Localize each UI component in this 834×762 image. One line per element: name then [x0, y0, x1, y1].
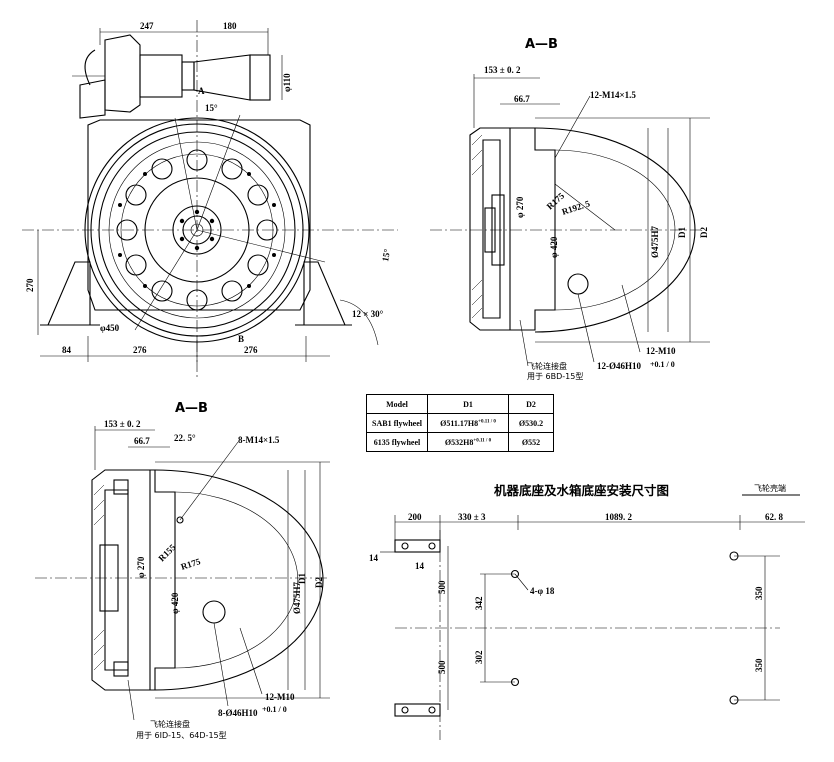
dim-276-left: 276 [133, 345, 147, 355]
flywheel-dimension-table: Model D1 D2 SAB1 flywheel Ø511.17H8+0.11… [366, 394, 554, 452]
dim-12x30deg: 12 × 30° [352, 309, 384, 319]
base-dim-1089: 1089. 2 [605, 512, 633, 522]
table-cell-model: SAB1 flywheel [366, 413, 428, 433]
dim-180: 180 [223, 21, 237, 31]
bottom-note-2: 用于 6ID-15、64D-15型 [136, 731, 227, 740]
dim-84: 84 [62, 345, 72, 355]
base-holes-label: 4-φ 18 [530, 586, 555, 596]
table-cell-d2: Ø552 [508, 432, 554, 452]
base-dim-342: 342 [474, 596, 484, 610]
base-dim-14a: 14 [369, 553, 379, 563]
dim-270: 270 [25, 278, 35, 292]
table-header-row: Model D1 D2 [366, 394, 554, 414]
flywheel-large-holes [116, 149, 278, 311]
top-12-m10: 12-M10 [646, 346, 676, 356]
top-phi420: φ 420 [549, 236, 559, 258]
front-view: 247 180 φ110 15° 15° 270 φ450 84 276 276… [22, 20, 398, 380]
dim-phi110: φ110 [282, 73, 292, 92]
bottom-dim-153: 153 ± 0. 2 [104, 419, 141, 429]
bottom-phi270: φ 270 [136, 556, 146, 578]
base-dim-500b: 500 [437, 660, 447, 674]
bottom-12-m10: 12-M10 [265, 692, 295, 702]
section-mark-b: B [238, 334, 244, 344]
dim-276-right: 276 [244, 345, 258, 355]
top-thread-label: 12-M14×1.5 [590, 90, 636, 100]
section-bottom-title: A—B [175, 401, 208, 416]
top-D2: D2 [699, 227, 709, 238]
bottom-D1: D1 [297, 573, 307, 584]
turbocharger-outline [72, 34, 271, 119]
bottom-dim-22-5deg: 22. 5° [174, 433, 196, 443]
table-header-d1: D1 [427, 394, 509, 414]
top-phi475: Ø475H7 [650, 225, 660, 258]
table-cell-d2: Ø530.2 [508, 413, 554, 433]
base-dim-330: 330 ± 3 [458, 512, 486, 522]
dim-15deg-side: 15° [380, 248, 392, 263]
base-dim-350b: 350 [754, 658, 764, 672]
base-dim-62-8: 62. 8 [765, 512, 784, 522]
base-dim-14b: 14 [415, 561, 425, 571]
table-header-model: Model [366, 394, 428, 414]
base-plan-title: 机器底座及水箱底座安装尺寸图 [494, 483, 669, 498]
dim-247: 247 [140, 21, 154, 31]
base-dim-200: 200 [408, 512, 422, 522]
engine-feet [40, 261, 352, 326]
dim-phi450: φ450 [100, 323, 120, 333]
table-cell-d1: Ø532H8+0.11 / 0 [427, 432, 509, 452]
top-phi270: φ 270 [515, 196, 525, 218]
top-note-2: 用于 6BD-15型 [527, 372, 583, 381]
base-plan-view: 机器底座及水箱底座安装尺寸图 飞轮壳端 200 330 ± 3 1089. 2 … [369, 483, 805, 740]
base-dim-500a: 500 [437, 580, 447, 594]
section-view-top: A—B 153 ± 0. 2 66.7 12-M14×1.5 R175 R192… [430, 37, 710, 381]
bottom-phi475: Ø475H7 [292, 581, 302, 614]
dim-15deg-top: 15° [205, 103, 218, 113]
top-r192-5: R192. 5 [561, 198, 592, 217]
top-holes-label: 12-Ø46H10 [597, 361, 641, 371]
bottom-holes-label: 8-Ø46H10 [218, 708, 258, 718]
table-cell-model: 6135 flywheel [366, 432, 428, 452]
section-view-bottom: A—B 153 ± 0. 2 66.7 22. 5° 8-M14×1.5 R15… [35, 401, 330, 740]
bottom-phi420: φ 420 [170, 592, 180, 614]
base-corner-label: 飞轮壳端 [754, 483, 786, 493]
top-dim-66-7: 66.7 [514, 94, 530, 104]
top-dim-153: 153 ± 0. 2 [484, 65, 521, 75]
section-top-title: A—B [525, 37, 558, 52]
bottom-dim-66-7: 66.7 [134, 436, 150, 446]
table-row: SAB1 flywheel Ø511.17H8+0.11 / 0 Ø530.2 [366, 413, 554, 433]
base-dim-350a: 350 [754, 586, 764, 600]
bottom-r175: R175 [180, 556, 203, 572]
base-mounting-blocks [394, 539, 441, 717]
top-note-1: 飞轮连接盘 [527, 361, 567, 371]
top-D1: D1 [677, 227, 687, 238]
bottom-note-1: 飞轮连接盘 [150, 719, 190, 729]
bottom-D2: D2 [314, 577, 324, 588]
table-row: 6135 flywheel Ø532H8+0.11 / 0 Ø552 [366, 432, 554, 452]
bottom-thread-label: 8-M14×1.5 [238, 435, 280, 445]
flywheel-small-bolts [118, 172, 276, 288]
section-mark-a: A [198, 86, 205, 96]
table-header-d2: D2 [508, 394, 554, 414]
base-dim-302: 302 [474, 650, 484, 664]
table-cell-d1: Ø511.17H8+0.11 / 0 [427, 413, 509, 433]
